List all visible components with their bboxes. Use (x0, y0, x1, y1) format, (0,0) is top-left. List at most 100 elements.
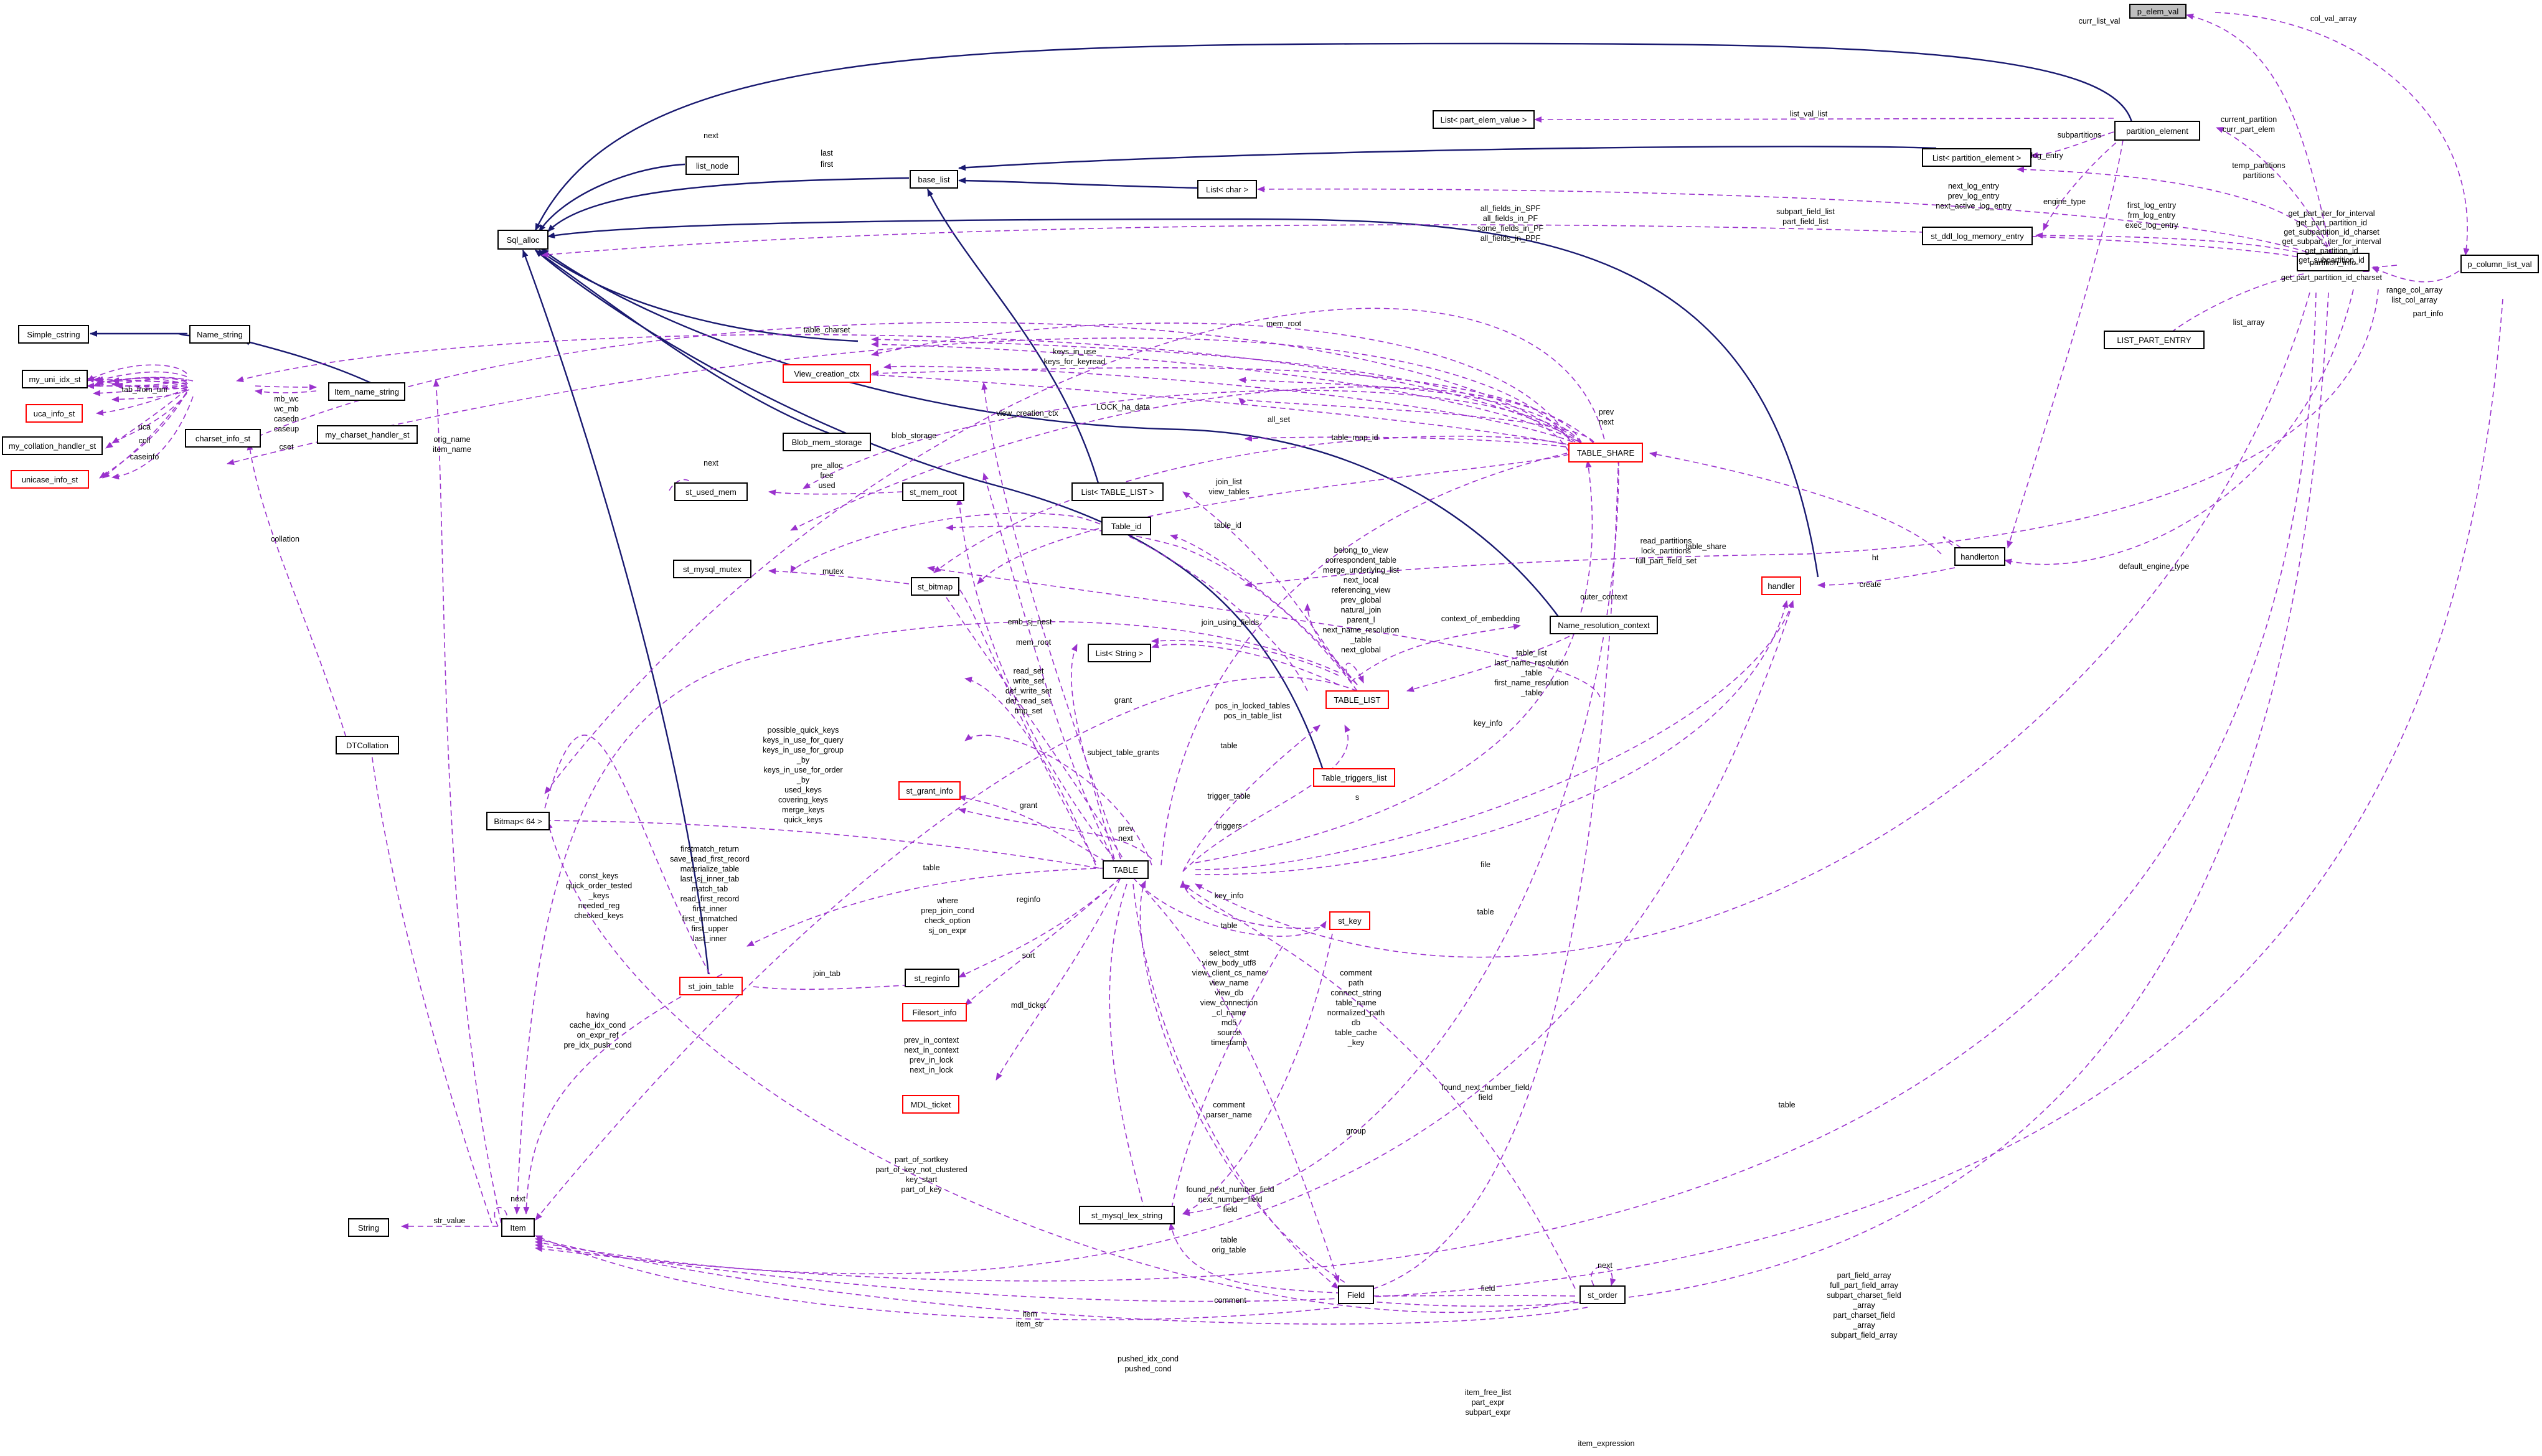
node-st-key[interactable]: st_key (1329, 911, 1370, 930)
node-string[interactable]: String (348, 1218, 389, 1237)
node-label: Simple_cstring (27, 330, 80, 339)
node-label: TABLE_LIST (1334, 695, 1381, 705)
edge-label: full_part_field_set (1636, 557, 1697, 565)
node-table[interactable]: TABLE (1103, 860, 1149, 879)
edge-label: subpart_charset_field (1827, 1291, 1901, 1300)
edge-label: table (923, 863, 939, 872)
node-label: p_column_list_val (2467, 260, 2531, 269)
node-st-grant-info[interactable]: st_grant_info (898, 781, 961, 800)
node-list-part-elem-value[interactable]: List< part_elem_value > (1433, 110, 1535, 129)
edge-label: mem_root (1266, 319, 1302, 328)
node-st-mysql-lex-string[interactable]: st_mysql_lex_string (1079, 1206, 1175, 1224)
node-p-elem-val[interactable]: p_elem_val (2129, 4, 2187, 19)
node-st-mysql-mutex[interactable]: st_mysql_mutex (673, 560, 751, 578)
node-list-table-list[interactable]: List< TABLE_LIST > (1071, 482, 1164, 501)
edge-label: mutex (822, 567, 844, 576)
node-label: String (358, 1223, 379, 1233)
edge-label: item_free_list (1465, 1388, 1512, 1397)
edge-label: belong_to_view (1334, 546, 1389, 555)
edge-label: part_of_key_not_clustered (875, 1165, 967, 1174)
node-list-node[interactable]: list_node (685, 156, 739, 175)
edge-label: frm_log_entry (2128, 211, 2176, 220)
edge-label: group (1346, 1127, 1366, 1135)
edge-label: prev (1118, 824, 1134, 833)
edge-label: part_of_sortkey (895, 1155, 949, 1164)
edge-label: wc_mb (273, 405, 299, 413)
node-field[interactable]: Field (1338, 1285, 1374, 1304)
node-table-share[interactable]: TABLE_SHARE (1568, 443, 1643, 463)
node-label: List< partition_element > (1932, 153, 2021, 162)
node-label: View_creation_ctx (794, 369, 860, 378)
edge-label: sort (1022, 951, 1035, 960)
edge-label: keys_in_use_for_group (763, 746, 844, 754)
node-mdl-ticket[interactable]: MDL_ticket (902, 1095, 959, 1114)
node-list-char[interactable]: List< char > (1197, 180, 1257, 199)
node-st-ddl-log-memory-entry[interactable]: st_ddl_log_memory_entry (1922, 227, 2033, 245)
node-st-mem-root[interactable]: st_mem_root (902, 482, 964, 501)
node-list-part-entry[interactable]: LIST_PART_ENTRY (2104, 331, 2205, 349)
node-my-collation-handler-st[interactable]: my_collation_handler_st (2, 436, 103, 455)
node-sql-alloc[interactable]: Sql_alloc (497, 230, 548, 250)
edge-label: emb_sj_nest (1008, 618, 1052, 626)
edge-label: list_col_array (2391, 296, 2437, 304)
edge-label: caseup (274, 425, 299, 433)
edge-label: item_str (1016, 1320, 1043, 1328)
node-my-charset-handler-st[interactable]: my_charset_handler_st (317, 425, 418, 444)
node-list-partition-element[interactable]: List< partition_element > (1922, 148, 2031, 167)
node-st-order[interactable]: st_order (1579, 1285, 1626, 1304)
node-table-list[interactable]: TABLE_LIST (1325, 690, 1389, 709)
node-unicase-info-st[interactable]: unicase_info_st (11, 470, 89, 489)
node-p-column-list-val[interactable]: p_column_list_val (2460, 255, 2539, 273)
edge-label: keys_in_use_for_query (763, 736, 844, 744)
node-list-string[interactable]: List< String > (1088, 644, 1151, 662)
edge-label: _key (1347, 1038, 1365, 1047)
node-view-creation-ctx[interactable]: View_creation_ctx (783, 364, 871, 383)
edge-label: exec_log_entry (2125, 221, 2179, 230)
edge-label: view_connection (1200, 998, 1258, 1007)
edge-label: prev_global (1341, 596, 1382, 604)
edge-label: key_info (1215, 891, 1244, 900)
node-label: st_reginfo (914, 974, 949, 983)
edge-label: partitions (2243, 171, 2275, 180)
node-bitmap-64[interactable]: Bitmap< 64 > (486, 812, 550, 830)
edge-label: get_part_partition_id_charset (2281, 273, 2382, 282)
node-charset-info-st[interactable]: charset_info_st (185, 429, 261, 448)
node-st-used-mem[interactable]: st_used_mem (674, 482, 748, 501)
edge-label: quick_order_tested (566, 881, 632, 890)
node-st-reginfo[interactable]: st_reginfo (905, 969, 959, 987)
node-filesort-info[interactable]: Filesort_info (902, 1003, 967, 1022)
node-uca-info-st[interactable]: uca_info_st (26, 404, 83, 423)
edge-label: next_number_field (1198, 1195, 1263, 1204)
node-st-bitmap[interactable]: st_bitmap (911, 577, 959, 596)
node-dtcollation[interactable]: DTCollation (336, 736, 399, 754)
node-name-resolution-context[interactable]: Name_resolution_context (1550, 616, 1658, 634)
node-blob-mem-storage[interactable]: Blob_mem_storage (783, 433, 871, 451)
edge-label: next_global (1341, 646, 1381, 654)
edge-label: _array (1852, 1321, 1875, 1330)
node-label: st_order (1588, 1290, 1617, 1300)
node-item[interactable]: Item (501, 1218, 535, 1237)
edge-label: keys_in_use_for_order (763, 766, 842, 774)
edge-label: _table (1520, 669, 1542, 677)
node-handler[interactable]: handler (1761, 576, 1801, 595)
edge-label: file (1480, 860, 1490, 869)
node-my-uni-idx-st[interactable]: my_uni_idx_st (22, 370, 88, 388)
node-label: Table_id (1111, 522, 1141, 531)
node-partition-info[interactable]: partition_info (2297, 253, 2370, 271)
node-item-name-string[interactable]: Item_name_string (328, 382, 405, 401)
edge-label: next (704, 459, 718, 467)
node-name-string[interactable]: Name_string (189, 325, 250, 344)
edge-label: field (1479, 1093, 1493, 1102)
node-table-triggers-list[interactable]: Table_triggers_list (1313, 768, 1395, 787)
node-partition-element[interactable]: partition_element (2114, 121, 2200, 141)
node-handlerton[interactable]: handlerton (1954, 547, 2005, 566)
edge-label: col_val_array (2310, 14, 2357, 23)
node-table-id[interactable]: Table_id (1101, 517, 1151, 535)
node-st-join-table[interactable]: st_join_table (679, 977, 743, 995)
edge-label: sj_on_expr (928, 926, 966, 935)
edge-label: get_subpartition_id_charset (2284, 228, 2380, 237)
node-base-list[interactable]: base_list (910, 170, 958, 189)
edge-label: ht (1872, 553, 1879, 562)
node-simple-cstring[interactable]: Simple_cstring (18, 325, 89, 344)
inheritance-edges (90, 42, 2134, 975)
